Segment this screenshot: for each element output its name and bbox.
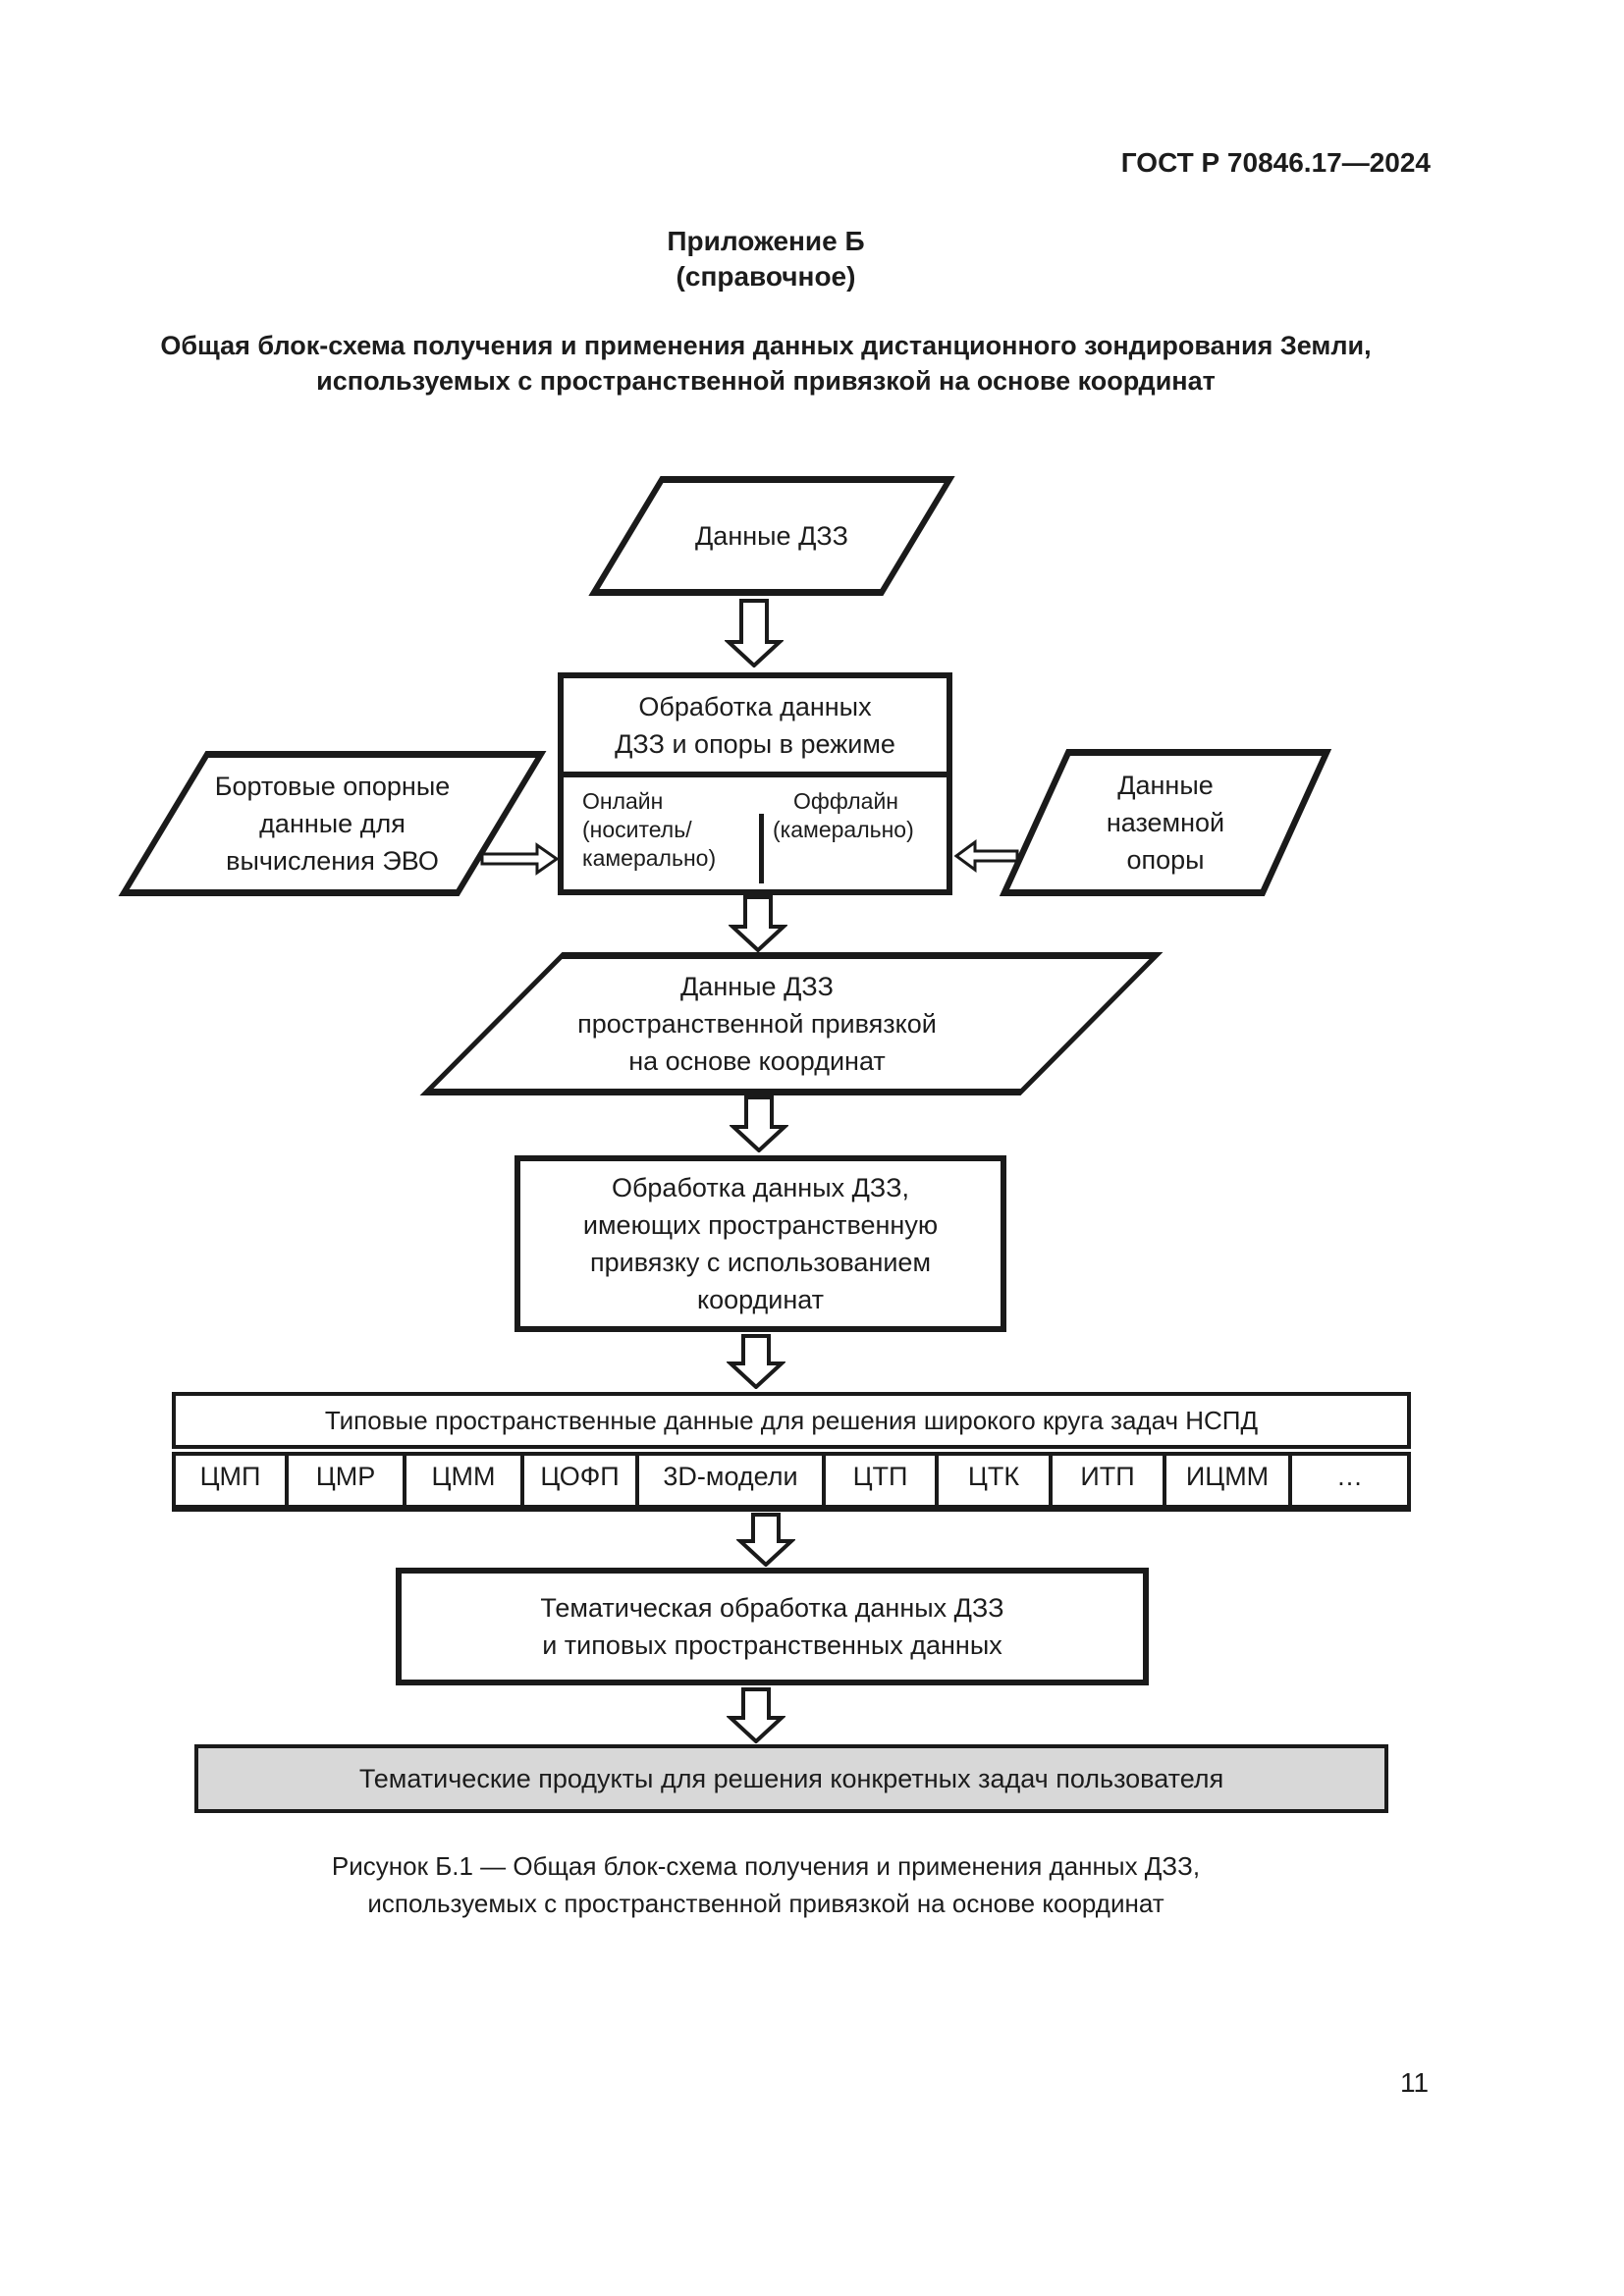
flow-arrow-down-icon [729, 895, 787, 952]
offline-line1: Оффлайн [793, 788, 898, 814]
appendix-title-line2: используемых с пространственной привязко… [316, 366, 1216, 396]
appendix-title-line1: Общая блок-схема получения и применения … [160, 331, 1372, 360]
typical-data-cell: … [1336, 1462, 1363, 1491]
georeferenced-processing-line4: координат [696, 1285, 825, 1314]
processing-header-line1: Обработка данных [638, 691, 872, 721]
flow-arrow-right-icon [480, 842, 560, 876]
typical-data-cell: ЦОФП [524, 1456, 639, 1505]
thematic-processing-line1: Тематическая обработка данных ДЗЗ [540, 1593, 1004, 1623]
typical-data-cells-row: ЦМП ЦМР ЦММ ЦОФП 3D-модели ЦТП ЦТК ИТП И… [172, 1452, 1411, 1512]
typical-data-cell: ЦТП [826, 1456, 939, 1505]
online-mode-cell: Онлайн (носитель/ камерально) [564, 777, 764, 883]
ground-reference-line3: опоры [1126, 845, 1205, 875]
remote-sensing-data-parallelogram: Данные ДЗЗ [588, 476, 955, 596]
offline-line2: (камерально) [773, 817, 914, 842]
processing-header-line2: ДЗЗ и опоры в режиме [615, 728, 895, 759]
mode-divider [759, 814, 764, 883]
typical-data-header-label: Типовые пространственные данные для реше… [324, 1405, 1259, 1435]
typical-data-cell: ЦММ [406, 1456, 524, 1505]
georeferenced-data-parallelogram: Данные ДЗЗ пространственной привязкой на… [419, 952, 1164, 1095]
georeferenced-data-line2: пространственной привязкой [577, 1009, 937, 1039]
typical-data-cell: ИЦММ [1166, 1456, 1292, 1505]
typical-data-cell: 3D-модели [639, 1456, 826, 1505]
typical-data-header-box: Типовые пространственные данные для реше… [172, 1392, 1411, 1449]
ground-reference-parallelogram: Данные наземной опоры [999, 749, 1332, 896]
flow-arrow-down-icon [730, 1095, 788, 1152]
appendix-type-note: (справочное) [676, 261, 856, 292]
onboard-reference-line3: вычисления ЭВО [226, 846, 439, 876]
online-line1: Онлайн [582, 788, 664, 814]
georeferenced-data-line3: на основе координат [628, 1046, 886, 1076]
typical-data-cell: ЦМП [176, 1456, 289, 1505]
flow-arrow-down-icon [727, 1687, 785, 1743]
onboard-reference-line2: данные для [259, 809, 406, 838]
thematic-products-label: Тематические продукты для решения конкре… [358, 1764, 1224, 1793]
onboard-reference-line1: Бортовые опорные [214, 772, 451, 801]
georeferenced-processing-line1: Обработка данных ДЗЗ, [611, 1173, 910, 1202]
georeferenced-processing-box: Обработка данных ДЗЗ, имеющих пространст… [514, 1155, 1006, 1332]
processing-box-modes: Онлайн (носитель/ камерально) Оффлайн (к… [564, 777, 947, 883]
georeferenced-processing-line3: привязку с использованием [589, 1248, 932, 1277]
online-line3: камерально) [582, 845, 717, 871]
processing-box-header: Обработка данных ДЗЗ и опоры в режиме [564, 678, 947, 777]
offline-mode-cell: Оффлайн (камерально) [764, 777, 947, 883]
typical-data-cell: ИТП [1053, 1456, 1166, 1505]
thematic-products-box: Тематические продукты для решения конкре… [194, 1744, 1388, 1813]
flow-arrow-down-icon [727, 1334, 785, 1389]
flow-arrow-left-icon [954, 839, 1019, 873]
georeferenced-data-line1: Данные ДЗЗ [680, 972, 834, 1001]
georeferenced-processing-line2: имеющих пространственную [582, 1210, 939, 1240]
thematic-processing-box: Тематическая обработка данных ДЗЗ и типо… [396, 1568, 1149, 1685]
figure-caption-line2: используемых с пространственной привязко… [367, 1889, 1164, 1918]
ground-reference-line2: наземной [1106, 808, 1225, 837]
thematic-processing-line2: и типовых пространственных данных [542, 1630, 1002, 1660]
flow-arrow-down-icon [725, 599, 784, 667]
typical-data-cell: ЦТК [939, 1456, 1053, 1505]
typical-data-cell: ЦМР [289, 1456, 406, 1505]
figure-caption-line1: Рисунок Б.1 — Общая блок-схема получения… [331, 1851, 1201, 1881]
appendix-label: Приложение Б [667, 226, 865, 256]
page-number: 11 [1400, 2067, 1430, 2098]
online-line2: (носитель/ [582, 817, 692, 842]
standard-code-header: ГОСТ Р 70846.17—2024 [1120, 147, 1431, 178]
processing-box: Обработка данных ДЗЗ и опоры в режиме Он… [558, 672, 952, 895]
remote-sensing-data-label: Данные ДЗЗ [695, 521, 848, 551]
ground-reference-line1: Данные [1117, 771, 1214, 800]
flow-arrow-down-icon [736, 1513, 795, 1567]
figure-caption: Рисунок Б.1 — Общая блок-схема получения… [98, 1847, 1434, 1922]
appendix-title: Общая блок-схема получения и применения … [98, 328, 1434, 399]
